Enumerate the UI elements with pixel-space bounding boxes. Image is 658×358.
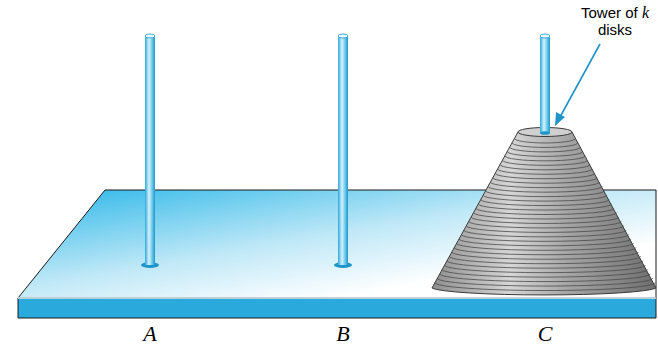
disk-edge [461, 235, 628, 242]
disk-edge [510, 147, 581, 152]
disk-edge [483, 195, 607, 201]
disk-edge [502, 160, 587, 165]
disk-edge [495, 173, 595, 178]
disk-edge [488, 186, 602, 192]
disk-edge [437, 278, 652, 286]
rod-c [540, 34, 550, 135]
disk-tower [432, 128, 656, 295]
disk-edge [449, 256, 640, 263]
rod-b [334, 34, 352, 268]
disk-edge [442, 270, 648, 278]
peg-letter: B [323, 322, 363, 346]
disk-edge [498, 169, 593, 174]
disk-edge [490, 182, 599, 188]
disk-edge [471, 217, 619, 223]
disk-edge [464, 230, 626, 237]
disk-edge [440, 274, 650, 282]
callout-arrow [555, 44, 600, 126]
callout-label: Tower of k disks [580, 4, 650, 38]
disk-edge [500, 165, 590, 170]
disk-edge [514, 138, 575, 143]
disk-edge [447, 261, 643, 268]
disk-edge [486, 191, 605, 197]
peg-letter: A [130, 322, 170, 346]
disk-edge [435, 283, 655, 291]
disk-edge [457, 243, 634, 250]
disk-edge [445, 265, 646, 273]
disk-edge [469, 221, 622, 227]
base-front [18, 298, 656, 318]
base-edge [18, 297, 656, 299]
disk-edge [481, 200, 610, 206]
disk-edge [452, 252, 638, 259]
disk-edge [474, 213, 617, 219]
disk-edge [476, 208, 614, 214]
disk-edge [493, 178, 597, 183]
peg-letter: C [525, 322, 565, 346]
rod-a [141, 34, 159, 268]
disk-edge [505, 156, 585, 161]
disk-edge [459, 239, 631, 246]
disk-edge [507, 151, 582, 156]
disk-edge [478, 204, 611, 210]
disk-edge [454, 248, 636, 255]
disk-edge [466, 226, 623, 233]
disk-edge [512, 143, 578, 148]
